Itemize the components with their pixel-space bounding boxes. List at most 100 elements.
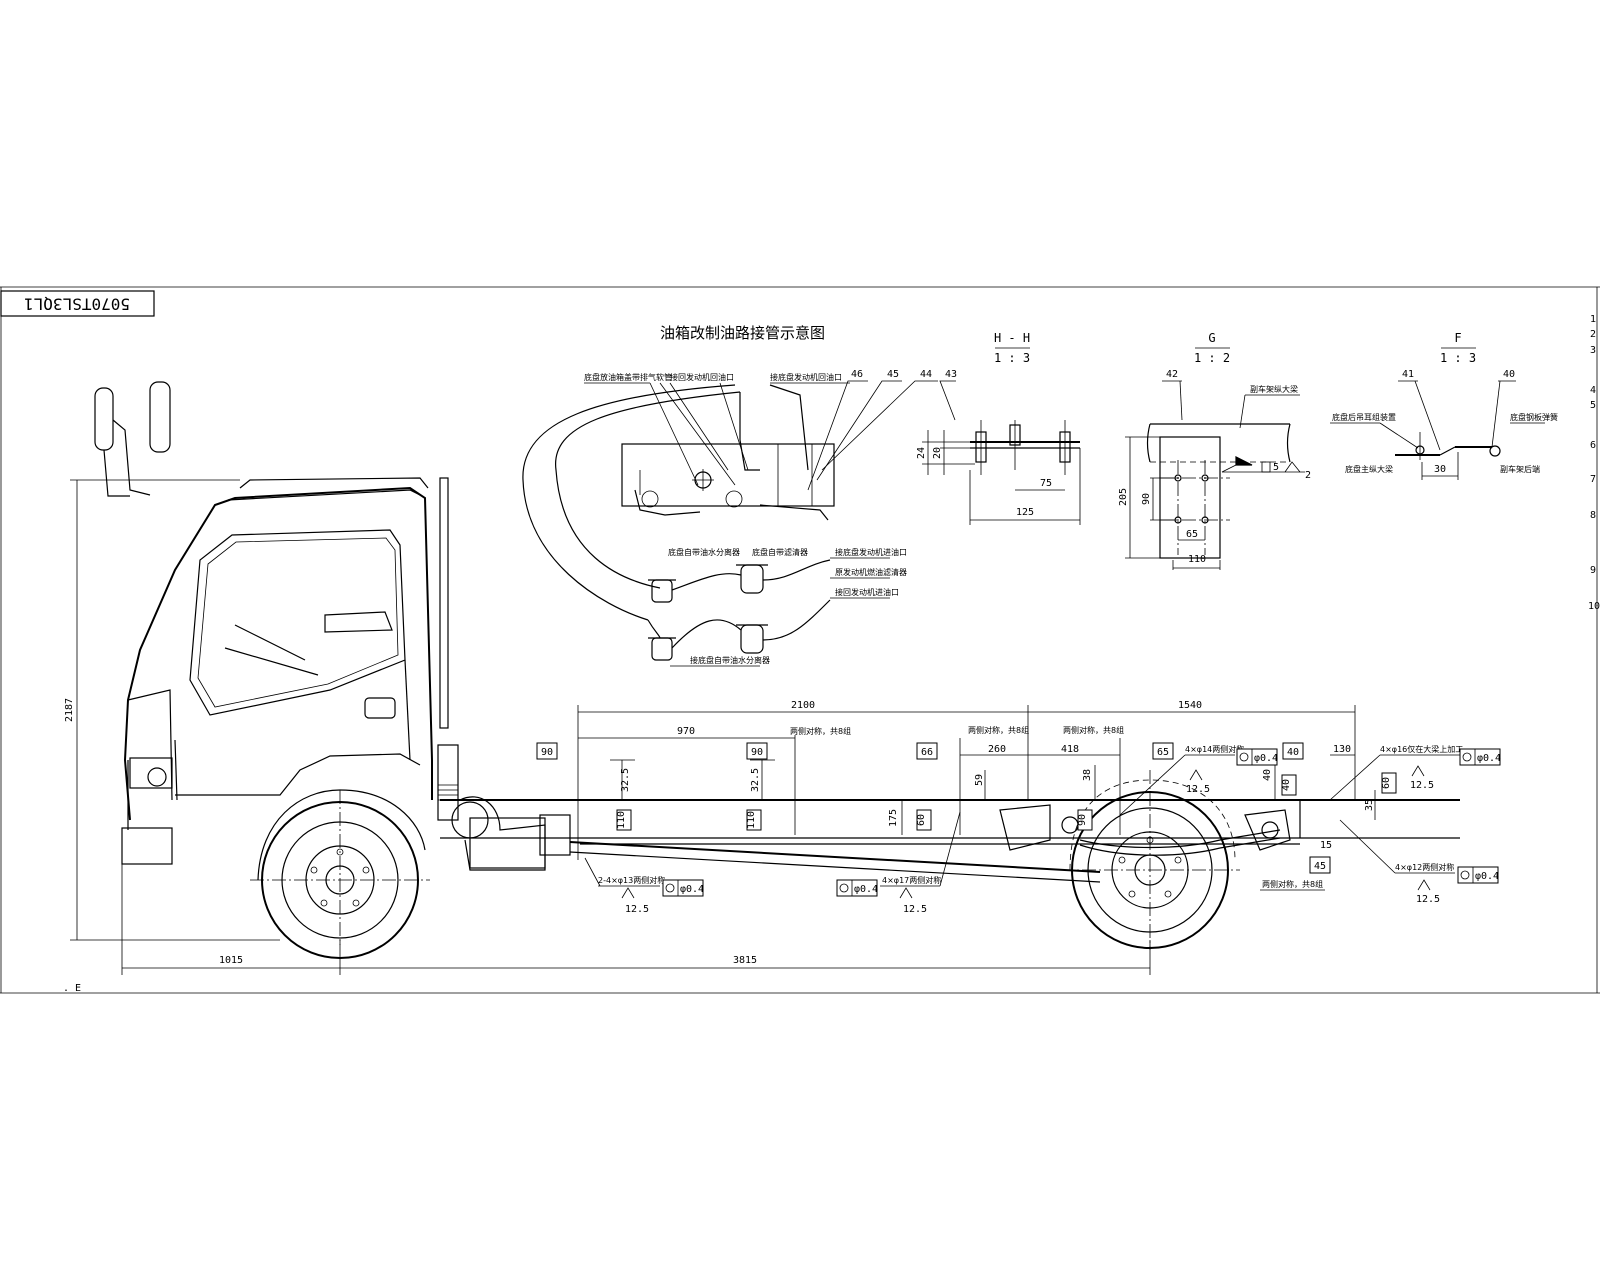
edge-number: 2: [1590, 329, 1596, 340]
roughness-5: 12.5: [1416, 894, 1440, 905]
hole-spec-4: 4×φ16仅在大梁上加工: [1380, 744, 1463, 754]
dim-1540: 1540: [1178, 700, 1202, 711]
label-vent-hose: 底盘放油箱盖带排气软管: [584, 372, 672, 382]
roughness-2: 12.5: [903, 904, 927, 915]
driveshaft: [569, 841, 1101, 873]
hole-spec-1: 2-4×φ13两侧对称: [598, 875, 665, 885]
door-handle: [364, 697, 396, 719]
note-3: 两侧对称，共8组: [1063, 725, 1124, 735]
cab-window: [189, 529, 406, 716]
edge-number: 9: [1590, 565, 1596, 576]
section-f-title: F: [1454, 331, 1461, 345]
label-chassis-inlet: 接底盘发动机进油口: [835, 547, 907, 557]
hole-spec-5: 4×φ12两侧对称: [1395, 862, 1454, 872]
label-filter: 底盘自带滤清器: [752, 547, 808, 557]
label-engine-return: 接回发动机回油口: [670, 372, 734, 382]
edge-number: 10: [1588, 601, 1600, 612]
dim-90: 90: [1141, 493, 1152, 505]
front-wheel: [250, 789, 430, 959]
fuel-diagram-title: 油箱改制油路接管示意图: [660, 324, 825, 342]
dim-970: 970: [677, 726, 695, 737]
callout-42: 42: [1166, 369, 1178, 380]
tolerance-3: φ0.4: [1254, 753, 1278, 764]
dim-65: 65: [1186, 529, 1198, 540]
label-leaf-spring: 底盘钢板弹簧: [1510, 412, 1558, 422]
roughness-4: 12.5: [1410, 780, 1434, 791]
box-40-b: 40: [1281, 779, 1292, 791]
edge-number: 6: [1590, 440, 1596, 451]
dim-20: 20: [932, 447, 943, 459]
box-90-b: 90: [751, 747, 763, 758]
label-engine-filter: 原发动机燃油滤清器: [835, 567, 907, 577]
weld-size: 5: [1273, 462, 1279, 473]
label-subframe-end: 副车架后端: [1500, 464, 1540, 474]
edge-number: 8: [1590, 510, 1596, 521]
transmission: [469, 817, 546, 869]
dim-125: 125: [1016, 507, 1034, 518]
dim-260: 260: [988, 744, 1006, 755]
hole-note-5: 4×φ12两侧对称 φ0.4 12.5: [1339, 819, 1499, 905]
callout-41: 41: [1402, 369, 1414, 380]
dim-38: 38: [1082, 769, 1093, 781]
box-66: 66: [921, 747, 933, 758]
section-hh-scale: 1 : 3: [994, 351, 1030, 365]
box-60-a: 60: [916, 814, 927, 826]
section-hh: H - H 1 : 3 24 20 75 125: [916, 331, 1081, 525]
view-e-label: . E: [63, 983, 81, 994]
dim-15: 15: [1320, 840, 1332, 851]
dim-175: 175: [888, 809, 899, 827]
front-bumper: [121, 827, 173, 865]
exhaust-pipe: [439, 477, 449, 729]
label-main-rail: 底盘主纵大梁: [1345, 464, 1393, 474]
label-rear-hanger: 底盘后吊耳组装置: [1332, 412, 1396, 422]
return-hose: [522, 384, 736, 621]
tolerance-4: φ0.4: [1477, 753, 1501, 764]
tolerance-2: φ0.4: [854, 884, 878, 895]
roughness-3: 12.5: [1186, 784, 1210, 795]
note-2: 两侧对称，共8组: [968, 725, 1029, 735]
note-1: 两侧对称，共8组: [790, 726, 851, 736]
drawing-number-box: 5070TSL3QL1: [0, 290, 155, 317]
filter-1: [736, 564, 768, 594]
dim-205: 205: [1118, 488, 1129, 506]
dim-front-overhang: 1015: [219, 955, 243, 966]
water-separator-2: [648, 637, 676, 661]
callout-45: 45: [887, 369, 899, 380]
callout-44: 44: [920, 369, 932, 380]
dim-418: 418: [1061, 744, 1079, 755]
hole-note-1: 2-4×φ13两侧对称 φ0.4 12.5: [584, 857, 704, 915]
label-water-separator: 底盘自带油水分离器: [668, 547, 740, 557]
label-chassis-return: 接底盘发动机回油口: [770, 372, 842, 382]
box-65: 65: [1157, 747, 1169, 758]
edge-number: 5: [1590, 400, 1596, 411]
dim-110: 110: [1188, 554, 1206, 565]
dim-24: 24: [916, 447, 927, 459]
water-separator-1: [648, 579, 676, 603]
edge-number: 7: [1590, 474, 1596, 485]
dim-130: 130: [1333, 744, 1351, 755]
right-edge-numbers: 1 2 3 4 5 6 7 8 9 10: [1588, 314, 1600, 612]
edge-number: 1: [1590, 314, 1596, 325]
weld-qty: 2: [1305, 470, 1311, 481]
box-60-b: 60: [1381, 777, 1392, 789]
note-4: 两侧对称，共8组: [1262, 879, 1323, 889]
box-90-a: 90: [541, 747, 553, 758]
callout-40: 40: [1503, 369, 1515, 380]
fuel-tank: [621, 443, 835, 507]
roughness-1: 12.5: [625, 904, 649, 915]
label-engine-inlet: 接回发动机进油口: [835, 587, 899, 597]
hole-note-2: φ0.4 4×φ17两侧对称 12.5: [836, 811, 961, 915]
edge-number: 3: [1590, 345, 1596, 356]
dim-40: 40: [1262, 769, 1273, 781]
headlight: [129, 757, 173, 789]
edge-number: 4: [1590, 385, 1596, 396]
rear-wheel: [1060, 770, 1240, 950]
propeller-joint: [539, 814, 571, 856]
g-bracket-plate: [1159, 436, 1221, 559]
section-g: G 1 : 2 42 副车架纵大梁 5 2: [1118, 331, 1311, 570]
section-g-title: G: [1208, 331, 1215, 345]
dim-30: 30: [1434, 464, 1446, 475]
dim-59: 59: [974, 774, 985, 786]
hole-note-4: 4×φ16仅在大梁上加工 φ0.4 12.5: [1329, 744, 1501, 801]
